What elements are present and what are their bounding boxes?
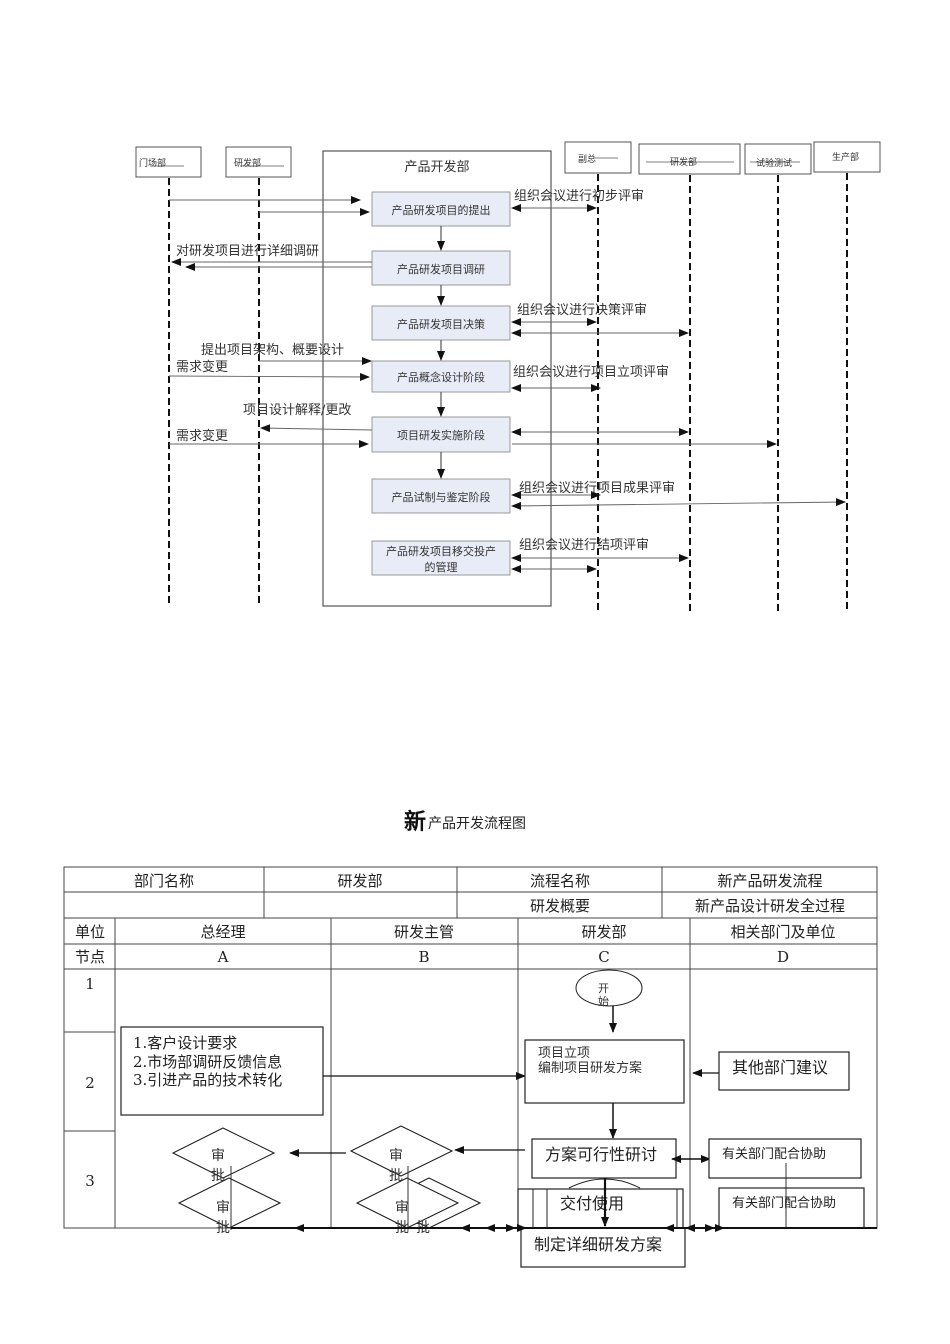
detailed-plan-label: 制定详细研发方案 [534,1235,662,1254]
input-item: 3.引进产品的技术转化 [133,1071,282,1089]
stage-label: 产品概念设计阶段 [397,370,485,384]
stage-box-4 [371,360,511,393]
row-number: 3 [85,1172,95,1190]
approval-label: 批 [389,1168,403,1184]
row-number: 1 [85,975,95,993]
header-dept-name-label: 部门名称 [134,872,194,890]
cooperate-box-1: 有关部门配合协助 [708,1138,862,1179]
node-label: 节点 [75,948,105,966]
header-summary-value: 新产品设计研发全过程 [695,897,845,915]
stage-box-1 [371,191,511,227]
feasibility-label: 方案可行性研讨 [545,1145,657,1164]
start-label: 始 [598,994,609,1008]
dept-container: 产品开发部 [322,150,552,607]
approval-label: 批 [211,1168,225,1184]
project-label: 项目立项 [538,1046,590,1061]
stage-label: 产品研发项目决策 [397,317,485,331]
header-dept-name-value: 研发部 [337,872,382,890]
lifeline-rnd-right: 研发部 [638,143,741,612]
start-label: 开 [598,982,609,995]
input-item: 2.市场部调研反馈信息 [133,1053,282,1071]
annotation-design-explain: 项目设计解释/更改 [243,403,351,418]
header-process-name-label: 流程名称 [530,872,590,890]
cooperate-box-2: 有关部门配合协助 [718,1187,865,1229]
approval-label: 审 [211,1148,225,1164]
flowchart-table-grid [63,866,878,1229]
delivery-box: 交付使用 [517,1178,684,1230]
project-box: 项目立项 编制项目研发方案 [524,1039,685,1104]
stage-box-3 [371,305,511,341]
approval-label: 审 [395,1200,409,1216]
header-process-name-value: 新产品研发流程 [717,872,822,890]
stage-box-6 [371,478,511,514]
row-number: 2 [85,1074,95,1092]
annotation-req-change: 需求变更 [176,359,228,375]
lifeline-testing: 试验测试 [744,143,812,612]
lifeline-vp: 副总 [564,141,632,612]
annotation-initial-review: 组织会议进行初步评审 [514,189,644,204]
flowchart: 新 产品开发流程图 部门名称 研发部 流程名称 新产品研发流程 研发概要 [63,809,878,1268]
delivery-label: 交付使用 [560,1194,624,1213]
stage-label: 项目研发实施阶段 [397,428,485,442]
other-dept-label: 其他部门建议 [732,1058,828,1077]
stage-box-7 [371,540,511,576]
annotation-req-change: 需求变更 [176,428,228,444]
lifeline-label: 副总 [578,153,596,165]
stage-box-2 [371,250,511,286]
flowchart-title-first-char: 新 [404,809,426,835]
column-unit-d: 相关部门及单位 [730,923,835,941]
row3-arrows [231,1146,877,1232]
lifeline-label: 生产部 [832,151,859,163]
message-arrows [168,196,846,573]
annotation-detailed-research: 对研发项目进行详细调研 [176,243,319,259]
stage-box-5 [371,416,511,453]
column-node-d: D [777,948,789,966]
column-node-b: B [418,948,429,966]
approval-diamond-b1 [349,1125,454,1177]
stage-label: 产品研发项目调研 [397,262,485,276]
annotation-result-review: 组织会议进行项目成果评审 [519,481,675,496]
unit-label: 单位 [75,923,105,941]
start-node: 开 始 [575,969,643,1008]
column-node-a: A [217,948,229,966]
stage-label: 产品试制与鉴定阶段 [392,490,491,504]
approval-label: 审 [216,1200,230,1216]
project-label: 编制项目研发方案 [538,1060,642,1076]
flowchart-title: 产品开发流程图 [428,816,526,832]
stage-label: 产品研发项目移交投产 [386,544,496,558]
lifeline-production: 生产部 [813,141,881,612]
approval-label: 批 [216,1220,230,1236]
annotation-architecture: 提出项目架构、概要设计 [201,342,344,358]
stage-label: 产品研发项目的提出 [392,203,491,217]
annotation-closing-review: 组织会议进行结项评审 [519,538,649,553]
cooperate-label: 有关部门配合协助 [722,1147,826,1162]
annotation-approval-review: 组织会议进行项目立项评审 [513,365,669,380]
approval-label: 审 [389,1148,403,1164]
column-unit-a: 总经理 [200,923,245,941]
lifeline-label: 研发部 [234,157,261,169]
stage-label: 的管理 [425,560,458,574]
approval-diamond-a1 [171,1127,276,1179]
cooperate-label: 有关部门配合协助 [732,1196,836,1211]
input-item: 1.客户设计要求 [133,1034,237,1052]
header-summary-label: 研发概要 [530,897,590,915]
approval-diamond-a2 [177,1177,282,1229]
annotation-decision-review: 组织会议进行决策评审 [517,302,647,318]
lifeline-market: 门场部 [135,146,202,605]
other-dept-box: 其他部门建议 [718,1051,850,1091]
lifeline-rnd-left: 研发部 [225,146,292,605]
detailed-plan-box: 制定详细研发方案 [520,1227,686,1268]
lifeline-label: 门场部 [139,157,166,169]
lifeline-label: 试验测试 [756,157,792,169]
column-unit-b: 研发主管 [394,923,454,941]
inputs-box: 1.客户设计要求 2.市场部调研反馈信息 3.引进产品的技术转化 [120,1026,324,1116]
sequence-diagram: 门场部 研发部 副总 研发部 试验测试 生产 [135,141,881,612]
column-node-c: C [598,948,609,966]
feasibility-box: 方案可行性研讨 [531,1138,677,1179]
container-label: 产品开发部 [404,159,469,175]
column-unit-c: 研发部 [581,923,626,941]
lifeline-label: 研发部 [670,156,697,168]
